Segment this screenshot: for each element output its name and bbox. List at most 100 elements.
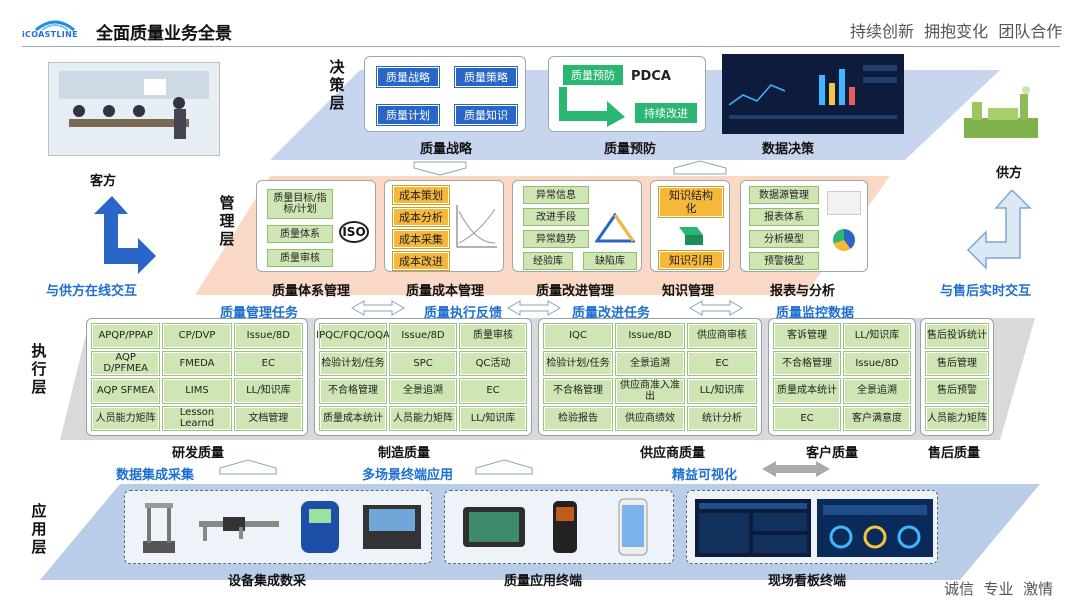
strategy-item[interactable]: 质量计划	[377, 105, 439, 125]
app-multi-label: 多场景终端应用	[362, 468, 454, 483]
knowledge-item[interactable]: 知识引用	[659, 251, 723, 269]
quality-module-cell[interactable]: LL/知识库	[460, 406, 526, 430]
after-sales-label: 与售后实时交互	[940, 284, 1032, 299]
improve-item[interactable]: 异常信息	[523, 186, 589, 204]
quality-module-cell[interactable]: 文档管理	[234, 406, 302, 430]
quality-module-cell[interactable]: 全景追溯	[390, 379, 456, 403]
quality-module-cell[interactable]: EC	[460, 379, 526, 403]
improve-item[interactable]: 缺陷库	[583, 252, 637, 270]
system-item[interactable]: 质量审核	[267, 249, 333, 267]
quality-module-cell[interactable]: EC	[774, 406, 840, 430]
quality-module-cell[interactable]: EC	[688, 351, 756, 375]
quality-module-cell[interactable]: IQC	[544, 324, 612, 348]
strategy-item[interactable]: 质量战略	[377, 67, 439, 87]
quality-module-cell[interactable]: CP/DVP	[163, 324, 231, 348]
tablet-icon	[463, 507, 525, 547]
strategy-item[interactable]: 质量知识	[455, 105, 517, 125]
quality-module-cell[interactable]: IPQC/FQC/OQA	[316, 324, 390, 348]
quality-module-cell[interactable]: AQP SFMEA	[92, 379, 160, 403]
handheld-icon	[553, 501, 577, 553]
quality-module-cell[interactable]: 人员能力矩阵	[390, 406, 456, 430]
report-item[interactable]: 分析模型	[749, 230, 819, 248]
quality-module-cell[interactable]: EC	[234, 351, 302, 375]
strategy-item[interactable]: 质量策略	[455, 67, 517, 87]
layer-decision: 决策层	[329, 58, 345, 112]
improve-item[interactable]: 经验库	[523, 252, 573, 270]
supplier-arrow-icon	[966, 190, 1032, 270]
quality-module-cell[interactable]: 质量成本统计	[320, 406, 386, 430]
quality-module-cell[interactable]: 全景追溯	[616, 351, 684, 375]
up-arrow-icon	[673, 160, 727, 175]
quality-module-cell[interactable]: Issue/8D	[844, 351, 910, 375]
report-item[interactable]: 数据源管理	[749, 186, 819, 204]
mfg-quality-label: 制造质量	[378, 446, 431, 461]
report-item[interactable]: 预警模型	[749, 252, 819, 270]
updown-arrow-icon	[351, 300, 405, 316]
flow-monitor: 质量监控数据	[776, 306, 855, 321]
quality-module-cell[interactable]: 供应商审核	[688, 324, 756, 348]
quality-module-cell[interactable]: 质量审核	[460, 324, 526, 348]
improve-item[interactable]: 改进手段	[523, 208, 589, 226]
quality-module-cell[interactable]: Issue/8D	[616, 324, 684, 348]
quality-module-cell[interactable]: 客户满意度	[844, 406, 910, 430]
quality-module-cell[interactable]: QC活动	[460, 351, 526, 375]
report-item[interactable]: 报表体系	[749, 208, 819, 226]
continuous-improve-badge[interactable]: 持续改进	[635, 103, 697, 123]
quality-module-cell[interactable]: 供应商绩效	[616, 406, 684, 430]
quality-module-cell[interactable]: 人员能力矩阵	[92, 406, 160, 430]
quality-module-cell[interactable]: Issue/8D	[390, 324, 456, 348]
quality-module-cell[interactable]: 检验报告	[544, 406, 612, 430]
improve-panel: 异常信息 改进手段 异常趋势 经验库 缺陷库	[512, 180, 642, 272]
quality-module-cell[interactable]: 统计分析	[688, 406, 756, 430]
quality-module-cell[interactable]: SPC	[390, 351, 456, 375]
quality-module-cell[interactable]: Lesson Learnd	[163, 406, 231, 430]
device-panel	[124, 490, 432, 564]
knowledge-label: 知识管理	[662, 284, 715, 299]
quality-module-cell[interactable]: 供应商准入准出	[616, 379, 684, 403]
quality-module-cell[interactable]: 不合格管理	[544, 379, 612, 403]
customer-meeting-image	[48, 62, 220, 156]
data-decision-label: 数据决策	[762, 142, 815, 157]
quality-module-cell[interactable]: FMEDA	[163, 351, 231, 375]
quality-module-cell[interactable]: 人员能力矩阵	[926, 406, 988, 430]
quality-module-cell[interactable]: LL/知识库	[688, 379, 756, 403]
improve-item[interactable]: 异常趋势	[523, 230, 589, 248]
quality-module-cell[interactable]: 不合格管理	[774, 351, 840, 375]
quality-module-cell[interactable]: LL/知识库	[844, 324, 910, 348]
quality-module-cell[interactable]: LL/知识库	[234, 379, 302, 403]
cost-item[interactable]: 成本采集	[393, 230, 449, 248]
quality-module-cell[interactable]: 售后投诉统计	[926, 324, 988, 348]
prevention-badge[interactable]: 质量预防	[563, 65, 623, 85]
quality-module-cell[interactable]: 检验计划/任务	[544, 351, 612, 375]
quality-module-cell[interactable]: Issue/8D	[234, 324, 302, 348]
cost-item[interactable]: 成本策划	[393, 186, 449, 204]
system-item[interactable]: 质量目标/指标/计划	[267, 189, 333, 219]
quality-module-cell[interactable]: APQP/PPAP	[92, 324, 160, 348]
quality-module-cell[interactable]: 检验计划/任务	[320, 351, 386, 375]
cost-item[interactable]: 成本改进	[393, 252, 449, 270]
quality-module-cell[interactable]: 全景追溯	[844, 379, 910, 403]
quality-module-cell[interactable]: LIMS	[163, 379, 231, 403]
meeting-illustration-icon	[59, 71, 209, 139]
green-arrow-icon	[559, 87, 625, 127]
knowledge-cube-icon	[679, 227, 703, 245]
terminal-label: 质量应用终端	[504, 574, 583, 589]
supplier-label: 供方	[996, 166, 1023, 181]
up-arrow-icon	[219, 459, 277, 475]
system-item[interactable]: 质量体系	[267, 225, 333, 243]
quality-module-cell[interactable]: 不合格管理	[320, 379, 386, 403]
quality-module-cell[interactable]: 售后预警	[926, 379, 988, 403]
quality-module-cell[interactable]: 质量成本统计	[774, 379, 840, 403]
quality-module-cell[interactable]: 客诉管理	[774, 324, 840, 348]
knowledge-item[interactable]: 知识结构化	[659, 187, 723, 217]
quality-module-cell[interactable]: 售后管理	[926, 351, 988, 375]
cost-item[interactable]: 成本分析	[393, 208, 449, 226]
layer-application: 应用层	[31, 502, 47, 556]
quality-module-cell[interactable]: AQP D/PFMEA	[92, 351, 160, 375]
report-panel: 数据源管理 报表体系 分析模型 预警模型	[740, 180, 868, 272]
caliper-icon	[199, 517, 279, 541]
strategy-panel: 质量战略 质量策略 质量计划 质量知识	[364, 56, 526, 132]
strategy-label: 质量战略	[420, 142, 473, 157]
report-chart-icon	[827, 191, 861, 215]
